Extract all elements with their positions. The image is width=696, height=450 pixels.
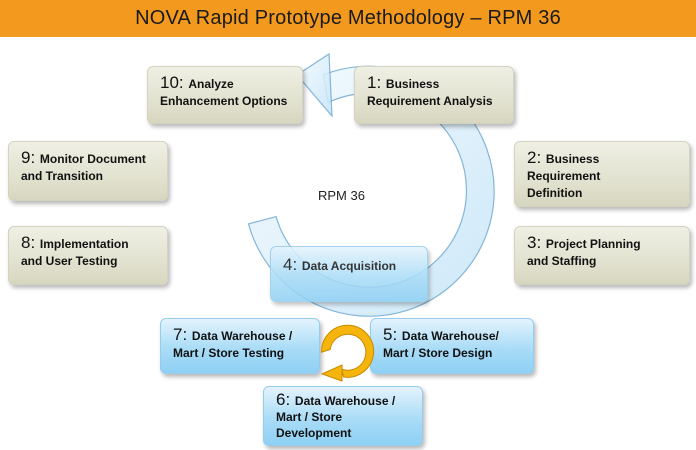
step-10-text: Analyze Enhancement Options — [160, 77, 288, 108]
step-7-box: 7: Data Warehouse / Mart / Store Testing — [160, 318, 320, 374]
step-6-box: 6: Data Warehouse / Mart / Store Develop… — [263, 386, 423, 446]
outer-cycle-ring — [247, 65, 495, 317]
step-9-box: 9: Monitor Document and Transition — [8, 141, 168, 201]
step-6-number: 6: — [276, 390, 295, 409]
step-8-box: 8: Implementation and User Testing — [8, 226, 168, 285]
inner-cycle-ring — [321, 324, 375, 378]
step-5-number: 5: — [383, 325, 402, 344]
step-2-box: 2: Business Requirement Definition — [514, 141, 690, 207]
step-2-number: 2: — [527, 148, 546, 167]
step-9-number: 9: — [21, 148, 40, 167]
inner-cycle-arrowhead — [320, 364, 343, 382]
step-10-number: 10: — [160, 73, 189, 92]
step-1-text: Business Requirement Analysis — [367, 77, 493, 108]
step-6-text: Data Warehouse / Mart / Store Developmen… — [276, 394, 396, 440]
diagram-title: NOVA Rapid Prototype Methodology – RPM 3… — [135, 7, 561, 29]
step-5-box: 5: Data Warehouse/ Mart / Store Design — [370, 318, 534, 374]
title-bar: NOVA Rapid Prototype Methodology – RPM 3… — [0, 0, 696, 37]
step-4-text: Data Acquisition — [301, 259, 397, 273]
step-4-number: 4: — [283, 255, 302, 274]
step-2-text: Business Requirement Definition — [527, 152, 601, 200]
step-3-number: 3: — [527, 233, 546, 252]
step-4-box: 4: Data Acquisition — [270, 246, 428, 302]
step-3-text: Project Planning and Staffing — [527, 237, 641, 268]
step-10-box: 10: Analyze Enhancement Options — [147, 66, 303, 124]
step-3-box: 3: Project Planning and Staffing — [514, 226, 690, 285]
step-5-text: Data Warehouse/ Mart / Store Design — [383, 329, 499, 360]
step-8-number: 8: — [21, 233, 40, 252]
step-9-text: Monitor Document and Transition — [21, 152, 146, 183]
cycle-label: RPM 36 — [318, 188, 365, 203]
step-8-text: Implementation and User Testing — [21, 237, 129, 268]
step-7-text: Data Warehouse / Mart / Store Testing — [173, 329, 293, 360]
step-1-box: 1: Business Requirement Analysis — [354, 66, 514, 124]
outer-cycle-arrowhead — [296, 52, 333, 118]
step-7-number: 7: — [173, 325, 192, 344]
step-1-number: 1: — [367, 73, 386, 92]
